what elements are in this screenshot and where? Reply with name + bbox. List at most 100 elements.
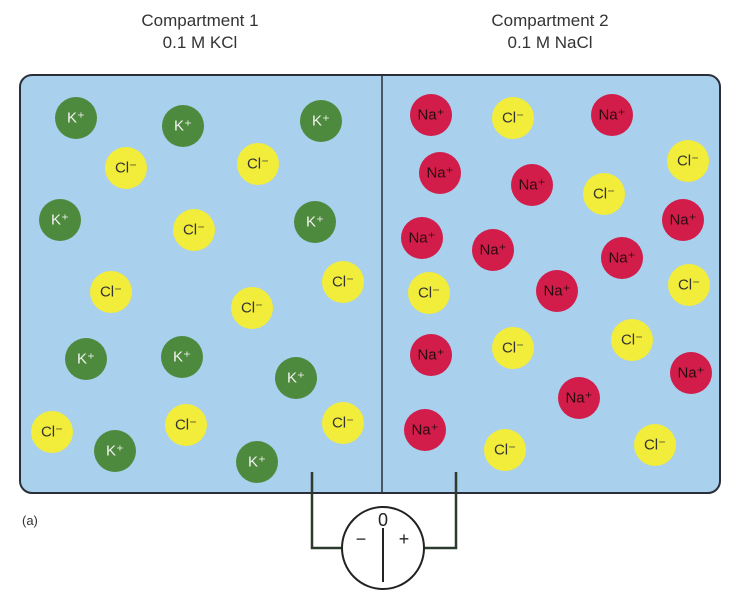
- chloride-ion-circle: [583, 173, 625, 215]
- sodium-ion-label: Na⁺: [598, 107, 625, 124]
- chloride-ion-label: Cl⁻: [494, 442, 516, 459]
- chloride-ion: Cl⁻: [668, 264, 710, 306]
- sodium-ion-circle: [511, 164, 553, 206]
- chloride-ion-label: Cl⁻: [115, 160, 137, 177]
- sodium-ion: Na⁺: [472, 229, 514, 271]
- sodium-ion: Na⁺: [401, 217, 443, 259]
- chloride-ion-circle: [231, 287, 273, 329]
- potassium-ion-circle: [55, 97, 97, 139]
- sodium-ion-label: Na⁺: [426, 165, 453, 182]
- sodium-ion-label: Na⁺: [669, 212, 696, 229]
- chloride-ion-label: Cl⁻: [621, 332, 643, 349]
- potassium-ion-circle: [300, 100, 342, 142]
- potassium-ion: K⁺: [55, 97, 97, 139]
- sodium-ion: Na⁺: [410, 334, 452, 376]
- chloride-ion: Cl⁻: [484, 429, 526, 471]
- potassium-ion-circle: [236, 441, 278, 483]
- sodium-ion-label: Na⁺: [411, 422, 438, 439]
- compartment-1-title: Compartment 1: [141, 11, 259, 30]
- chloride-ion-label: Cl⁻: [677, 153, 699, 170]
- voltmeter-plus-label: +: [399, 529, 410, 549]
- sodium-ion-circle: [662, 199, 704, 241]
- voltmeter-zero-label: 0: [378, 510, 388, 530]
- sodium-ion-circle: [410, 94, 452, 136]
- chloride-ion: Cl⁻: [611, 319, 653, 361]
- figure-label: (a): [22, 513, 38, 528]
- chloride-ion-circle: [173, 209, 215, 251]
- compartment-2-title: Compartment 2: [491, 11, 609, 30]
- ion-layer: K⁺ K⁺ K⁺ Cl⁻ Cl⁻ K⁺ Cl⁻ K⁺ Cl⁻ Cl⁻ Cl⁻ K⁺ K⁺ K⁺ Cl⁻ Cl⁻…: [31, 94, 712, 483]
- chloride-ion-label: Cl⁻: [502, 340, 524, 357]
- potassium-ion-label: K⁺: [248, 454, 266, 471]
- chloride-ion-circle: [90, 271, 132, 313]
- sodium-ion-circle: [419, 152, 461, 194]
- chloride-ion-label: Cl⁻: [678, 277, 700, 294]
- chloride-ion: Cl⁻: [173, 209, 215, 251]
- potassium-ion-circle: [94, 430, 136, 472]
- left-electrode-wire: [310, 472, 345, 550]
- chloride-ion-label: Cl⁻: [41, 424, 63, 441]
- chloride-ion-label: Cl⁻: [247, 156, 269, 173]
- sodium-ion-label: Na⁺: [417, 347, 444, 364]
- potassium-ion-circle: [39, 199, 81, 241]
- sodium-ion-label: Na⁺: [518, 177, 545, 194]
- potassium-ion: K⁺: [236, 441, 278, 483]
- chloride-ion-circle: [165, 404, 207, 446]
- chloride-ion-circle: [634, 424, 676, 466]
- chloride-ion-label: Cl⁻: [100, 284, 122, 301]
- potassium-ion-circle: [294, 201, 336, 243]
- chloride-ion-label: Cl⁻: [332, 415, 354, 432]
- sodium-ion-circle: [601, 237, 643, 279]
- sodium-ion-circle: [404, 409, 446, 451]
- sodium-ion-circle: [410, 334, 452, 376]
- chloride-ion-circle: [668, 264, 710, 306]
- chloride-ion: Cl⁻: [237, 143, 279, 185]
- sodium-ion-circle: [536, 270, 578, 312]
- chloride-ion-circle: [492, 97, 534, 139]
- compartment-1-header: Compartment 1 0.1 M KCl: [50, 10, 350, 54]
- sodium-ion-label: Na⁺: [608, 250, 635, 267]
- potassium-ion-label: K⁺: [173, 349, 191, 366]
- sodium-ion-circle: [472, 229, 514, 271]
- sodium-ion-label: Na⁺: [408, 230, 435, 247]
- potassium-ion-circle: [65, 338, 107, 380]
- chloride-ion-circle: [611, 319, 653, 361]
- chloride-ion-label: Cl⁻: [418, 285, 440, 302]
- chloride-ion: Cl⁻: [165, 404, 207, 446]
- right-electrode-wire: [422, 472, 458, 550]
- voltmeter-minus-label: −: [356, 529, 367, 549]
- chloride-ion-label: Cl⁻: [183, 222, 205, 239]
- potassium-ion-label: K⁺: [312, 113, 330, 130]
- sodium-ion-circle: [558, 377, 600, 419]
- sodium-ion: Na⁺: [670, 352, 712, 394]
- chloride-ion-circle: [492, 327, 534, 369]
- chloride-ion: Cl⁻: [90, 271, 132, 313]
- sodium-ion: Na⁺: [419, 152, 461, 194]
- chloride-ion-label: Cl⁻: [332, 274, 354, 291]
- potassium-ion-label: K⁺: [77, 351, 95, 368]
- potassium-ion: K⁺: [94, 430, 136, 472]
- potassium-ion: K⁺: [39, 199, 81, 241]
- potassium-ion-label: K⁺: [106, 443, 124, 460]
- chloride-ion-circle: [322, 261, 364, 303]
- potassium-ion: K⁺: [300, 100, 342, 142]
- potassium-ion: K⁺: [161, 336, 203, 378]
- chloride-ion-label: Cl⁻: [241, 300, 263, 317]
- chloride-ion-label: Cl⁻: [644, 437, 666, 454]
- sodium-ion: Na⁺: [591, 94, 633, 136]
- sodium-ion-label: Na⁺: [479, 242, 506, 259]
- chloride-ion-circle: [237, 143, 279, 185]
- potassium-ion-label: K⁺: [67, 110, 85, 127]
- potassium-ion-label: K⁺: [51, 212, 69, 229]
- potassium-ion: K⁺: [275, 357, 317, 399]
- sodium-ion-circle: [401, 217, 443, 259]
- potassium-ion-circle: [162, 105, 204, 147]
- sodium-ion: Na⁺: [404, 409, 446, 451]
- chloride-ion-label: Cl⁻: [502, 110, 524, 127]
- potassium-ion-circle: [275, 357, 317, 399]
- sodium-ion-label: Na⁺: [677, 365, 704, 382]
- potassium-ion: K⁺: [65, 338, 107, 380]
- sodium-ion: Na⁺: [511, 164, 553, 206]
- chloride-ion: Cl⁻: [408, 272, 450, 314]
